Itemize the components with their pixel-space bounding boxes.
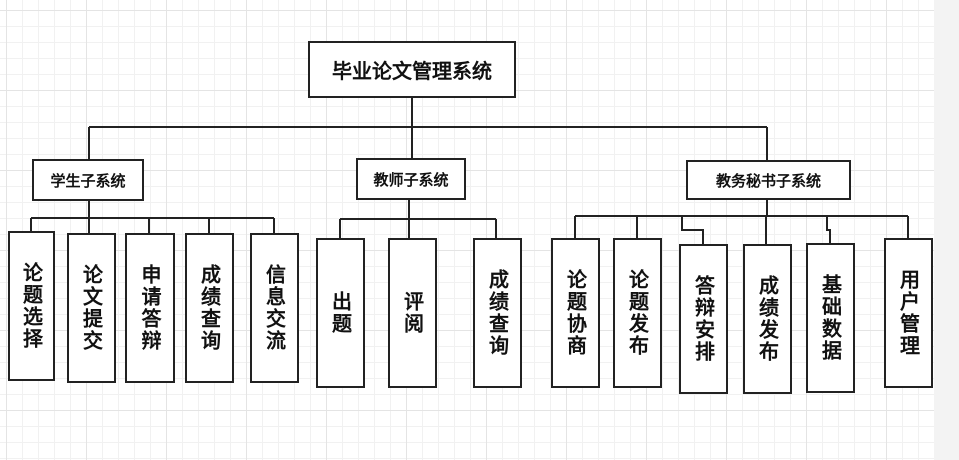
leaf-teacher-2: 评阅 — [388, 238, 437, 388]
subsystem-secretary: 教务秘书子系统 — [686, 160, 851, 200]
leaf-teacher-1: 出题 — [316, 238, 365, 388]
leaf-secretary-3: 答辩安排 — [679, 244, 728, 394]
connector-secretary-leaf-3 — [681, 216, 704, 245]
leaf-secretary-1: 论题协商 — [551, 238, 600, 388]
canvas-side-strip — [934, 0, 959, 460]
leaf-secretary-2: 论题发布 — [613, 238, 662, 388]
connector-lines — [30, 97, 909, 245]
leaf-student-4: 成绩查询 — [185, 233, 234, 383]
subsystem-teacher: 教师子系统 — [356, 158, 466, 200]
root-node: 毕业论文管理系统 — [308, 41, 516, 98]
leaf-student-5: 信息交流 — [250, 233, 299, 383]
leaf-secretary-6: 用户管理 — [884, 238, 933, 388]
leaf-student-3: 申请答辩 — [125, 233, 175, 383]
leaf-secretary-4: 成绩发布 — [743, 244, 792, 394]
leaf-student-1: 论题选择 — [8, 231, 55, 381]
leaf-student-2: 论文提交 — [67, 233, 116, 383]
leaf-teacher-3: 成绩查询 — [473, 238, 522, 388]
leaf-secretary-5: 基础数据 — [806, 243, 855, 393]
connector-secretary-leaf-5 — [826, 216, 831, 244]
subsystem-student: 学生子系统 — [32, 159, 144, 201]
